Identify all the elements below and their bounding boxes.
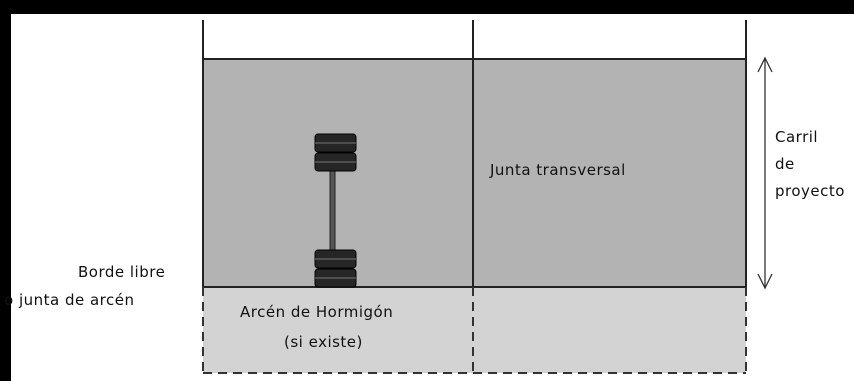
shoulder-label: Arcén de Hormigón <box>240 303 394 321</box>
free-edge-label: Borde libre <box>78 263 166 281</box>
design-lane-line-2: de <box>775 155 795 173</box>
shoulder-area <box>203 287 746 373</box>
lane-width-arrow <box>757 56 773 290</box>
shoulder-dashed-outline <box>202 287 747 374</box>
axle-icon <box>314 133 357 288</box>
transverse-joint-label: Junta transversal <box>490 161 626 179</box>
slab-left <box>203 59 473 287</box>
design-lane-label: Carril de proyecto <box>775 124 845 205</box>
shoulder-joint-label: o junta de arcén <box>4 291 135 309</box>
design-lane-line-1: Carril <box>775 128 819 146</box>
shoulder-note-label: (si existe) <box>284 333 363 351</box>
slab-right <box>473 59 746 287</box>
design-lane-line-3: proyecto <box>775 182 845 200</box>
